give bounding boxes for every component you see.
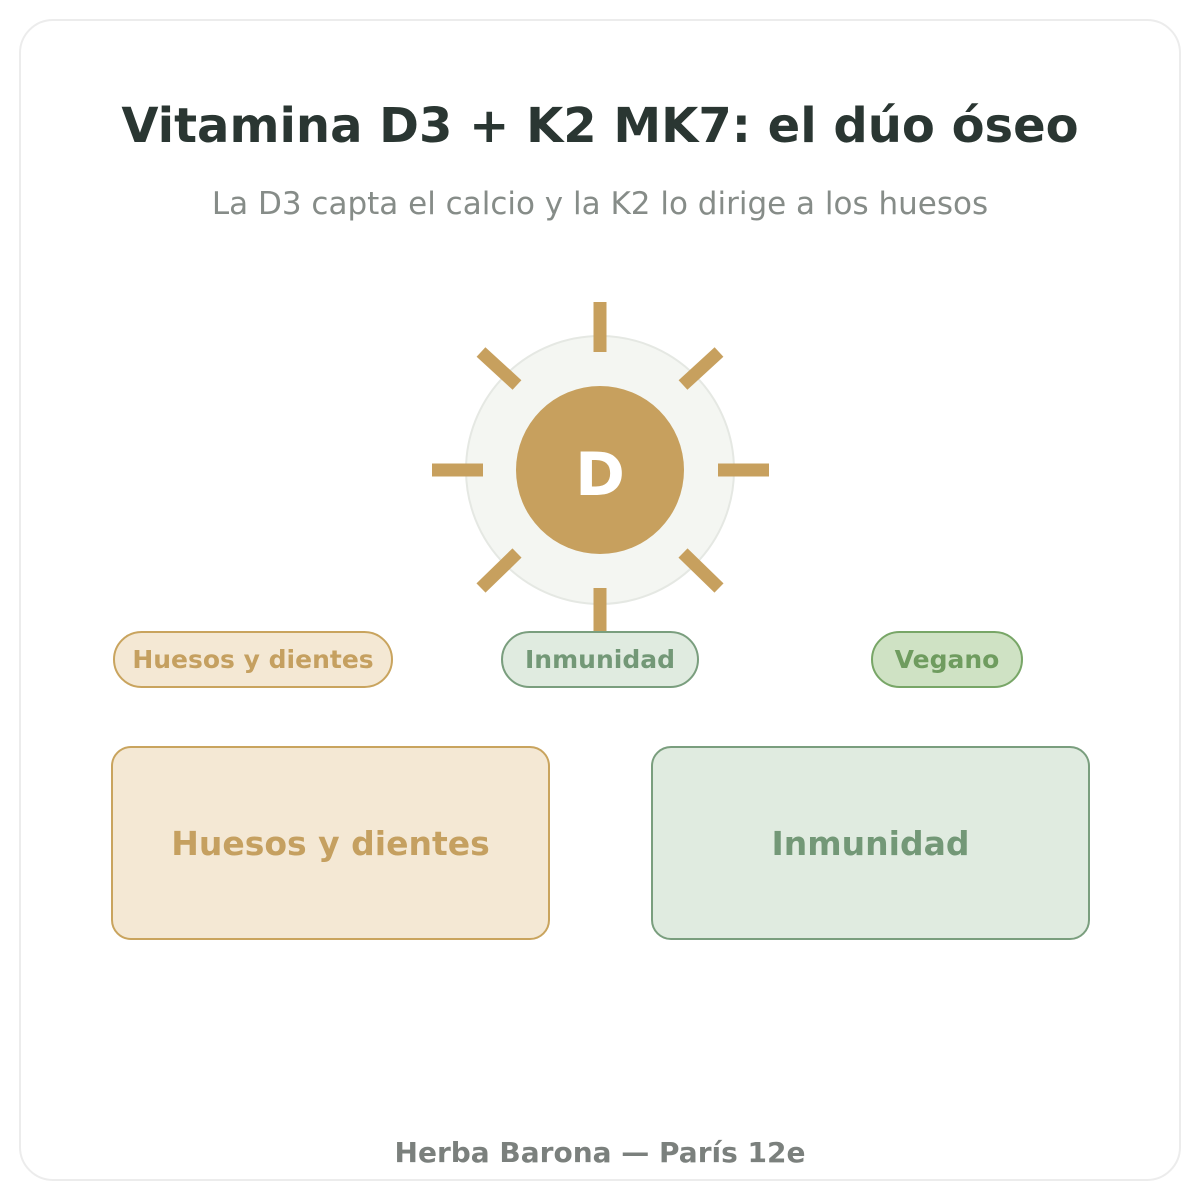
sun-letter: D (575, 440, 625, 510)
tag-vegan: Vegano (871, 631, 1023, 688)
sun-ray (678, 347, 724, 390)
tag-immunity: Inmunidad (501, 631, 699, 688)
sun-rays (432, 302, 769, 632)
sun-ray (476, 347, 522, 390)
page-title: Vitamina D3 + K2 MK7: el dúo óseo (121, 98, 1079, 154)
sun-core (516, 386, 684, 554)
benefit-card-immunity: Inmunidad (651, 746, 1090, 940)
benefit-card-bones: Huesos y dientes (111, 746, 550, 940)
sun-ray (678, 548, 724, 593)
sun-ray (476, 548, 522, 593)
tag-bones-teeth: Huesos y dientes (113, 631, 393, 688)
page-subtitle: La D3 capta el calcio y la K2 lo dirige … (211, 186, 989, 222)
footer-credit: Herba Barona — París 12e (394, 1136, 806, 1169)
